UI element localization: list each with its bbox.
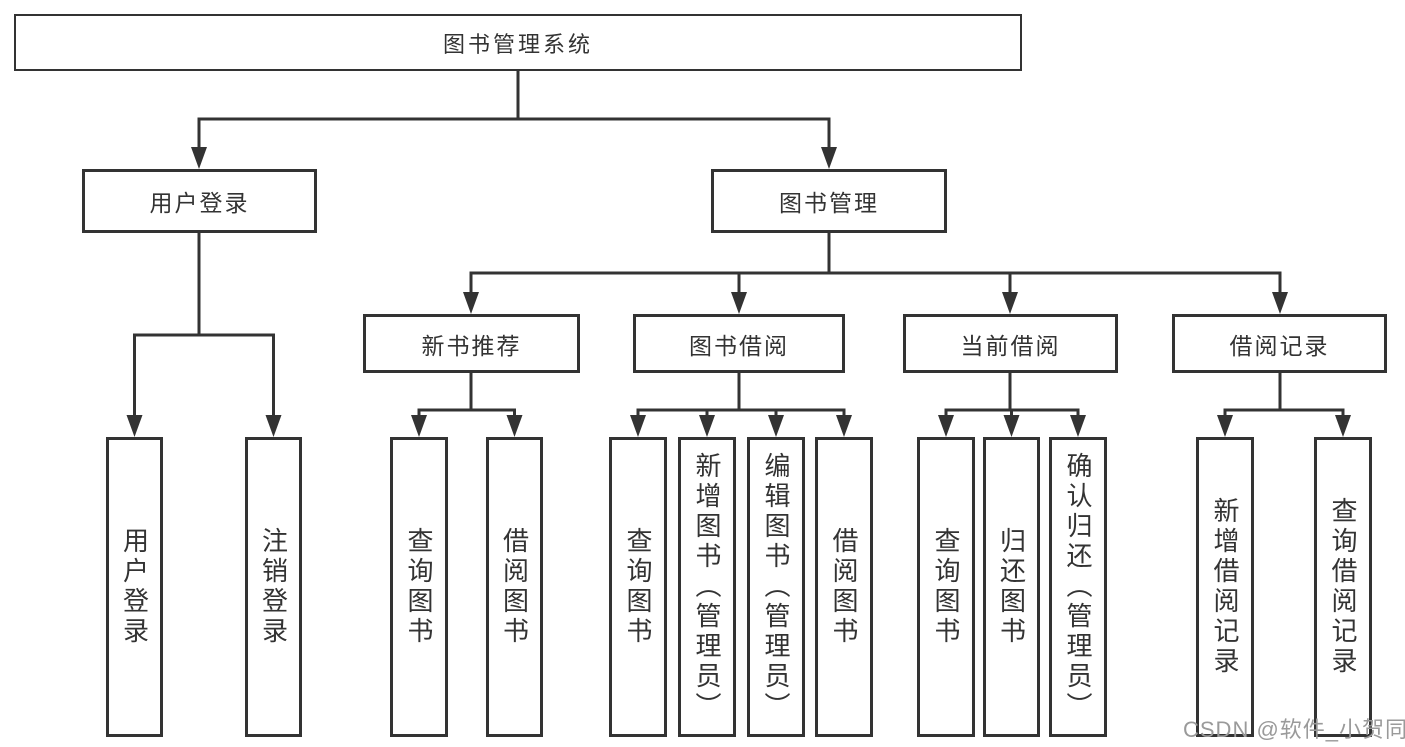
- watermark-text: CSDN @软件_小贺同学: [1183, 717, 1405, 742]
- node-current-borrow: 当前借阅: [903, 314, 1118, 373]
- node-borrow-records: 借阅记录: [1172, 314, 1387, 373]
- connector-root-to-level2: [197, 71, 831, 152]
- leaf-bb-borrow-books: 借阅图书: [815, 437, 873, 737]
- node-user-login: 用户登录: [82, 169, 317, 233]
- leaf-bb-query-books: 查询图书: [609, 437, 667, 737]
- connector-borrow-records-branch: [1223, 373, 1345, 419]
- node-root: 图书管理系统: [14, 14, 1022, 71]
- node-new-book-recommend: 新书推荐: [363, 314, 580, 373]
- leaf-cb-confirm-return-admin: 确认归还（管理员）: [1049, 437, 1107, 737]
- leaf-br-query-record: 查询借阅记录: [1314, 437, 1372, 737]
- connector-book-borrow-branch: [636, 373, 846, 419]
- leaf-user-login: 用户登录: [106, 437, 163, 737]
- leaf-cb-query-books: 查询图书: [917, 437, 975, 737]
- node-book-borrow: 图书借阅: [633, 314, 845, 373]
- connector-current-borrow-branch: [944, 373, 1080, 419]
- arrowheads: [126, 147, 1351, 437]
- connector-new-book-branch: [417, 373, 516, 419]
- leaf-nbr-query-books: 查询图书: [390, 437, 448, 737]
- leaf-bb-edit-books-admin: 编辑图书（管理员）: [747, 437, 805, 737]
- leaf-br-add-record: 新增借阅记录: [1196, 437, 1254, 737]
- connector-book-management-branch: [469, 233, 1282, 294]
- connector-user-login-branch: [133, 233, 275, 419]
- leaf-logout: 注销登录: [245, 437, 302, 737]
- node-book-management: 图书管理: [711, 169, 947, 233]
- leaf-cb-return-books: 归还图书: [983, 437, 1040, 737]
- leaf-nbr-borrow-books: 借阅图书: [486, 437, 543, 737]
- leaf-bb-add-books-admin: 新增图书（管理员）: [678, 437, 736, 737]
